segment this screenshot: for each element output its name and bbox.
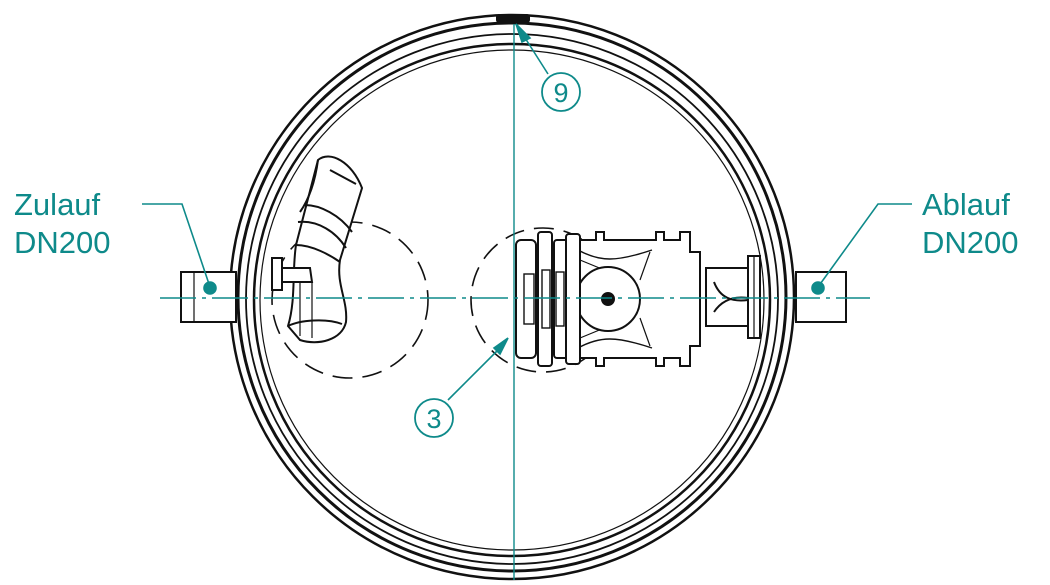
inlet-size-label: DN200 [14,225,111,260]
callout-3-circle [414,398,454,438]
inlet-pipe [180,271,237,323]
inlet-elbow [271,155,364,344]
callout-3-leader [447,337,509,401]
callout-3-number: 3 [426,404,441,434]
center-lines [160,24,870,580]
top-notch [496,14,530,23]
inlet-name-label: Zulauf [14,187,101,222]
outer-ring-3 [245,33,779,565]
outlet-pipe [795,271,847,323]
callout-9-leader [515,23,549,75]
callout-9-number: 9 [553,78,568,108]
inlet-leader [142,203,217,295]
inner-ring-2 [259,49,765,551]
callout-9-circle [541,72,581,112]
outlet-size-label: DN200 [922,225,1019,260]
outlet-leader [811,203,912,295]
central-assembly [515,231,701,367]
outlet-elbow [705,255,761,339]
inner-ring [252,42,772,558]
outlet-name-label: Ablauf [922,187,1010,222]
